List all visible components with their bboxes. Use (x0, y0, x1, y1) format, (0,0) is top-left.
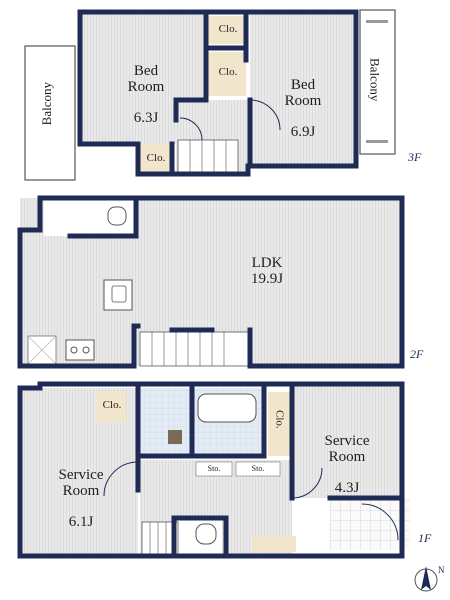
bed-room-right-name: Bed Room (284, 76, 322, 109)
service-room-right-size: 4.3J (334, 480, 360, 496)
wash-room (140, 388, 192, 456)
kitchen-counter (103, 279, 133, 311)
compass-label: N (438, 565, 445, 575)
closet-3f-mid (208, 52, 246, 96)
ldk-label: LDK 19.9J (232, 255, 302, 288)
floor-label-2f: 2F (410, 347, 424, 361)
closet-3f-bottom (140, 144, 172, 174)
bed-room-right-floor (250, 14, 356, 166)
closet-1f-left (96, 392, 126, 422)
closet-1f-left-label: Clo. (102, 399, 122, 411)
balcony-right (359, 9, 396, 155)
service-room-right-name: Service Room (324, 432, 370, 465)
closet-3f-mid-label: Clo. (218, 66, 238, 78)
storage-1 (195, 461, 233, 477)
storage-1-label: Sto. (207, 464, 221, 473)
storage-2-label: Sto. (251, 464, 265, 473)
floor-2f (17, 195, 405, 369)
bed-room-right-size: 6.9J (290, 124, 316, 140)
bed-room-right-label: Bed Room 6.9J (272, 62, 334, 141)
entrance-tile (330, 498, 410, 550)
ldk-size: 19.9J (250, 270, 284, 287)
service-room-right-floor (292, 384, 400, 498)
bed-room-left-label: Bed Room 6.3J (118, 48, 174, 127)
stove (65, 339, 95, 361)
closet-3f-bottom-label: Clo. (146, 152, 166, 164)
storage-2 (235, 461, 281, 477)
shoe-box (252, 536, 296, 552)
balcony-left (24, 45, 76, 181)
closet-3f-top (208, 16, 246, 44)
ldk-name: LDK (251, 255, 283, 271)
floor-3f (24, 9, 396, 181)
balcony-left-label: Balcony (39, 82, 54, 126)
floor-label-1f: 1F (418, 531, 432, 545)
service-room-left-name: Service Room (58, 466, 104, 499)
floor-label-3f: 3F (408, 150, 422, 164)
bed-room-left-size: 6.3J (133, 110, 159, 126)
service-room-left-label: Service Room 6.1J (44, 452, 118, 531)
closet-1f-right-label: Clo. (273, 410, 286, 429)
stair-2f (139, 331, 251, 367)
floor-1f (17, 381, 410, 559)
balcony-right-label: Balcony (367, 58, 383, 102)
bed-room-left-name: Bed Room (127, 62, 165, 95)
stair-3f (177, 139, 239, 175)
service-room-right-label: Service Room 4.3J (308, 418, 386, 497)
closet-3f-top-label: Clo. (218, 23, 238, 35)
service-room-left-size: 6.1J (68, 514, 94, 530)
closet-1f-right (268, 392, 290, 456)
north-arrow-icon (414, 566, 438, 592)
